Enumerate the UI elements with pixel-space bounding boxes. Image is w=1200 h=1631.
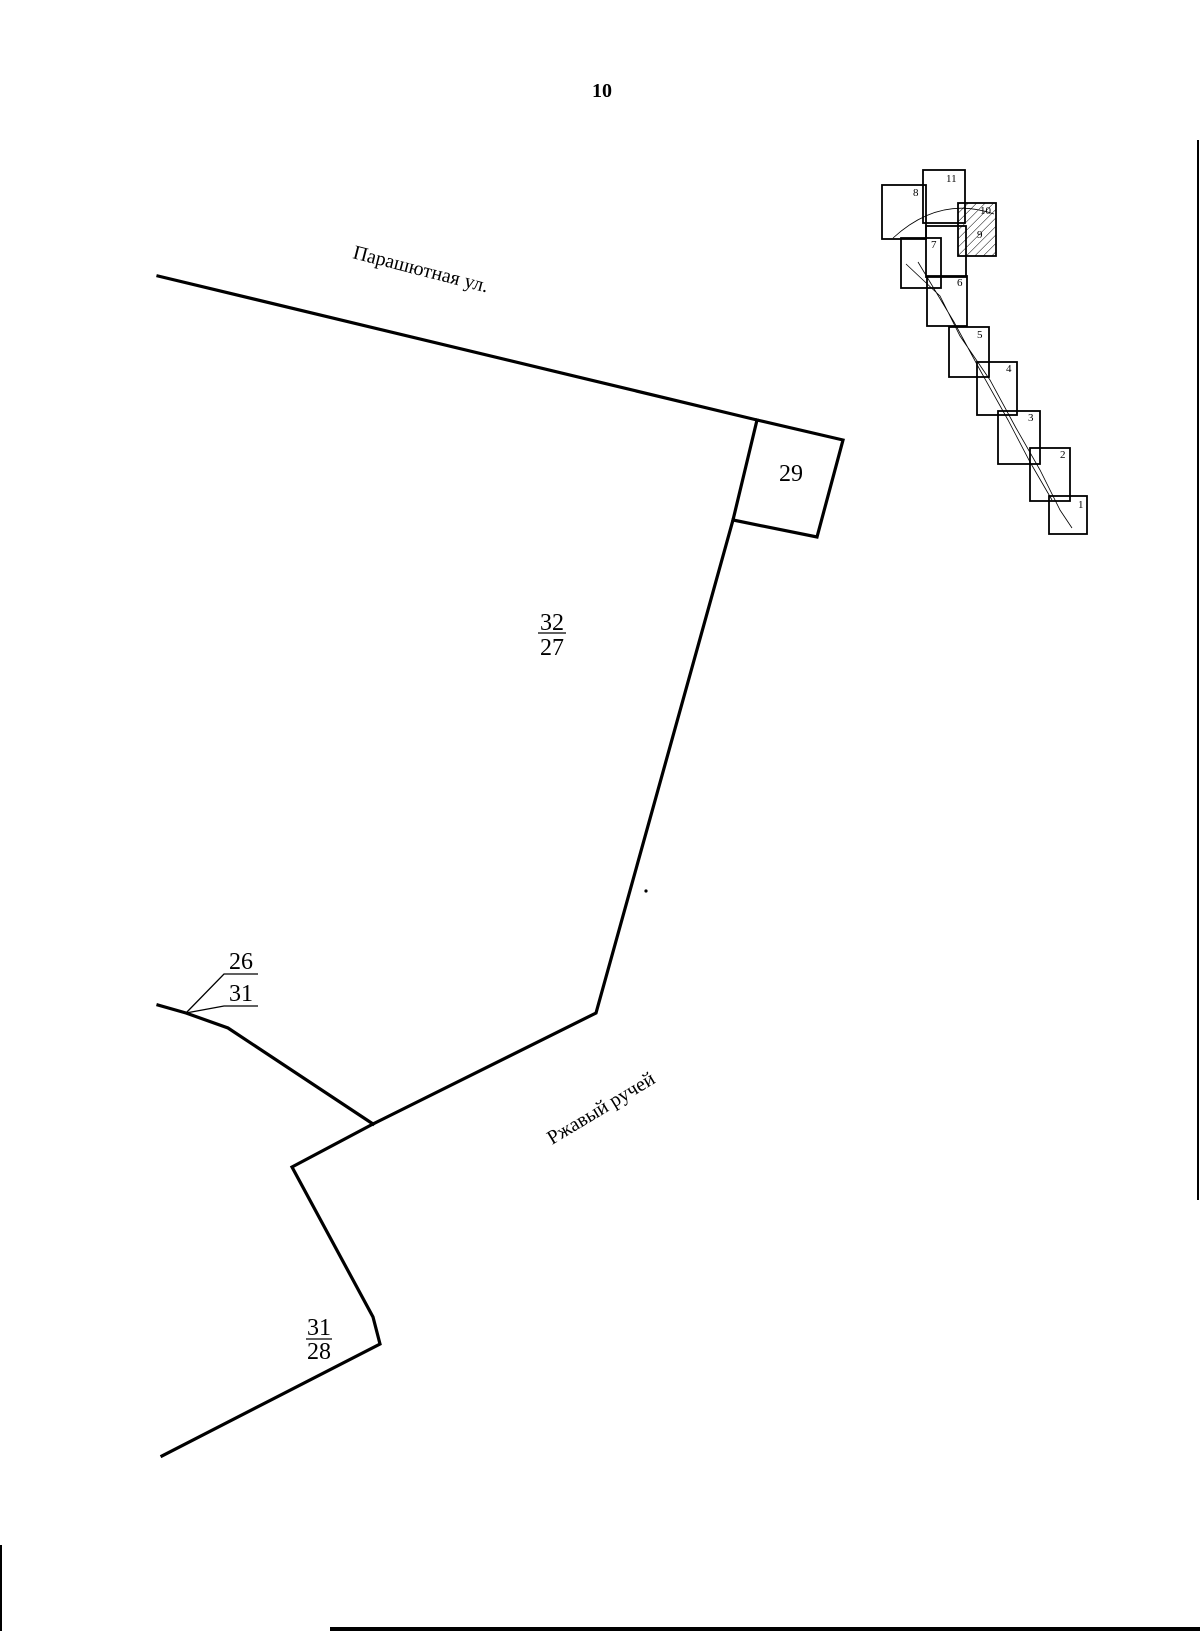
index-sheet-8 bbox=[881, 184, 927, 240]
boundary-east bbox=[370, 518, 735, 1127]
index-label-8: 8 bbox=[913, 187, 919, 199]
leader-label-top: 26 bbox=[229, 949, 253, 975]
page-number: 10 bbox=[592, 80, 612, 102]
lot-lower-numerator: 31 bbox=[307, 1315, 331, 1341]
boundary-south bbox=[159, 1121, 382, 1459]
street-label-north: Парашютная ул. bbox=[351, 242, 491, 298]
stray-dot bbox=[644, 889, 648, 893]
leader-line-26 bbox=[185, 973, 258, 1014]
index-sheet-6 bbox=[926, 275, 968, 327]
boundary-west bbox=[156, 1003, 376, 1127]
index-sheet-10-hatch bbox=[958, 203, 996, 256]
index-route-line bbox=[892, 207, 1073, 529]
scan-edge-left bbox=[0, 1545, 2, 1631]
index-label-4: 4 bbox=[1006, 363, 1012, 375]
lot-lower-denominator: 28 bbox=[307, 1339, 331, 1365]
scan-edge-right bbox=[1197, 140, 1199, 1200]
index-sheet-10 bbox=[957, 202, 997, 257]
index-label-9: 9 bbox=[977, 229, 983, 241]
street-label-south: Ржавый ручей bbox=[543, 1068, 659, 1150]
index-label-2: 2 bbox=[1060, 449, 1066, 461]
sheet-index-map: 8 11 10 9 7 6 5 4 3 2 1 bbox=[881, 169, 1088, 535]
index-sheet-3 bbox=[997, 410, 1041, 465]
lot-29-boundary bbox=[731, 418, 845, 539]
index-label-1: 1 bbox=[1078, 499, 1084, 511]
index-sheet-9 bbox=[925, 225, 967, 278]
boundary-north bbox=[156, 274, 759, 422]
index-sheet-7 bbox=[900, 237, 942, 289]
lot-29-label: 29 bbox=[779, 461, 803, 487]
index-label-11: 11 bbox=[946, 173, 957, 185]
scan-edge-bottom bbox=[330, 1627, 1200, 1631]
index-sheet-11 bbox=[922, 169, 966, 224]
lot-main-denominator: 27 bbox=[540, 635, 564, 661]
index-sheet-1 bbox=[1048, 495, 1088, 535]
leader-label-bottom: 31 bbox=[229, 981, 253, 1007]
index-label-3: 3 bbox=[1028, 412, 1034, 424]
lot-main-numerator: 32 bbox=[540, 610, 564, 636]
leader-line-31 bbox=[185, 1005, 258, 1014]
index-sheet-5 bbox=[948, 326, 990, 378]
index-sheet-2 bbox=[1029, 447, 1071, 502]
index-label-10: 10 bbox=[980, 205, 992, 217]
index-label-6: 6 bbox=[957, 277, 963, 289]
index-sheet-4 bbox=[976, 361, 1018, 416]
index-label-7: 7 bbox=[931, 239, 937, 251]
index-label-5: 5 bbox=[977, 329, 983, 341]
